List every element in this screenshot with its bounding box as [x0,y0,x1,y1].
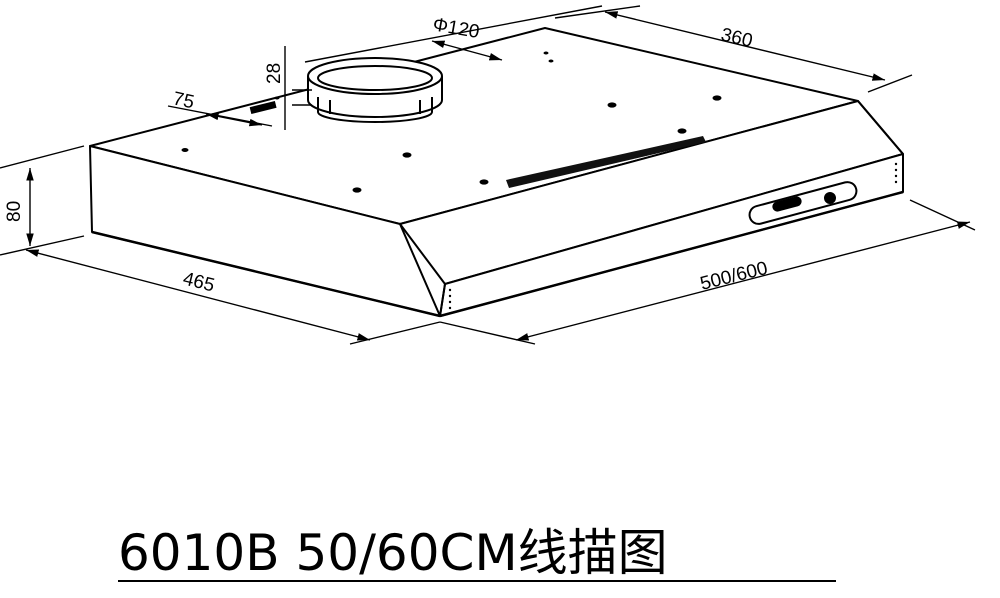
caption-underline [118,580,836,582]
dim-label-collar-height: 28 [264,63,285,84]
dim-label-width: 500/600 [698,258,770,295]
cable-slot [249,100,277,115]
vent-grille [506,136,706,188]
drawing-caption: 6010B 50/60CM线描图 [118,524,668,582]
dim-label-offset: 75 [171,88,196,113]
dimension-lines [0,5,976,345]
hood-body [89,27,904,318]
dim-label-depth: 360 [719,24,755,52]
dim-label-height: 80 [4,201,25,222]
light-button-icon [824,192,836,204]
duct-collar [307,57,443,123]
dim-label-duct-diameter: Φ120 [431,14,481,43]
slider-switch-icon [772,196,802,212]
mounting-holes [181,51,722,193]
control-panel [748,181,858,225]
fascia-rivets [448,162,898,310]
